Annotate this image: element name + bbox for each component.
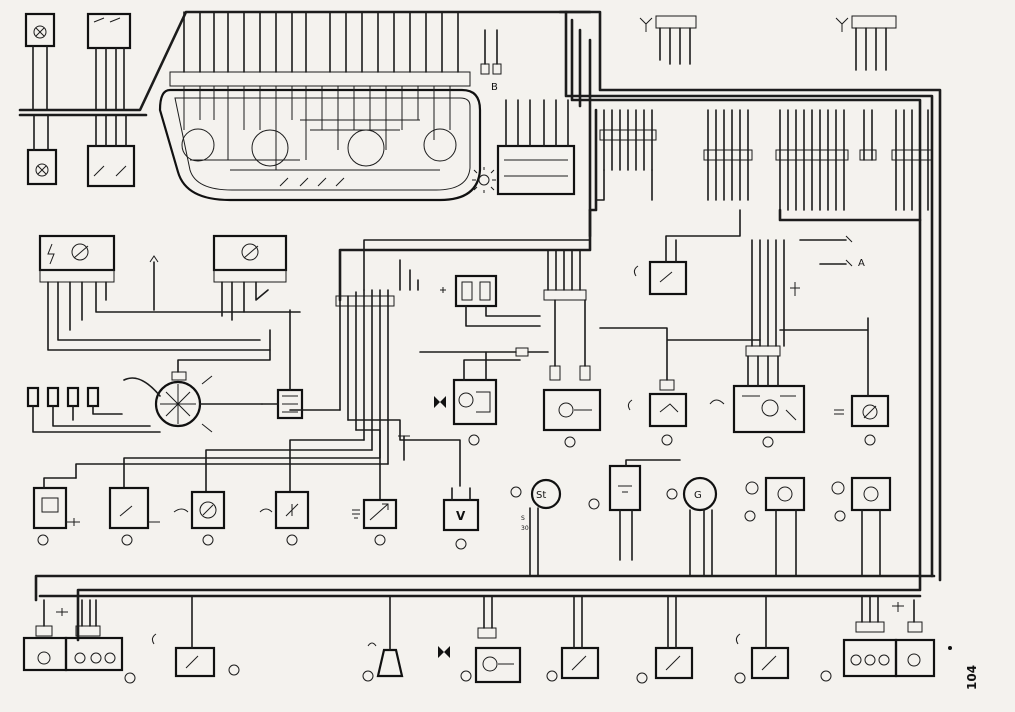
bottom-harness bbox=[34, 574, 936, 602]
spark-plugs bbox=[26, 386, 161, 433]
wiper-motor-right bbox=[709, 239, 806, 448]
starter-label: St bbox=[536, 490, 546, 501]
heater-resistor bbox=[440, 274, 541, 327]
headlamp-left bbox=[22, 599, 136, 684]
wiper-motor-center bbox=[542, 249, 602, 448]
lamp-right-1 bbox=[744, 476, 806, 577]
lamp-right-2 bbox=[831, 476, 892, 577]
switch-2-left bbox=[151, 595, 240, 678]
distributor bbox=[123, 329, 271, 433]
relay-unit-mid-left bbox=[86, 114, 136, 188]
brake-lamp-switch bbox=[599, 327, 761, 446]
label-b: B bbox=[491, 82, 498, 93]
door-switch bbox=[633, 209, 741, 296]
center-bundle bbox=[75, 239, 591, 501]
ground-post bbox=[398, 435, 410, 461]
antenna-wire bbox=[149, 255, 159, 311]
horn bbox=[362, 595, 404, 682]
oil-sender-p bbox=[259, 490, 310, 546]
fan-motor-bottom bbox=[438, 595, 522, 684]
switch-unit-top bbox=[86, 12, 132, 111]
antenna-connector-right bbox=[835, 15, 897, 71]
ignition-coil bbox=[261, 309, 304, 420]
oil-pressure-sender bbox=[173, 490, 226, 546]
sender-8 bbox=[108, 486, 160, 546]
sender-7 bbox=[32, 477, 80, 546]
fuel-level-sender bbox=[779, 317, 890, 446]
switch-2-right bbox=[734, 595, 790, 684]
coolant-temp-sender bbox=[352, 498, 398, 546]
heater-fan bbox=[434, 351, 521, 446]
ground-a-symbol: A bbox=[790, 235, 865, 296]
generator: G bbox=[666, 476, 718, 577]
connector-top-center: B bbox=[480, 29, 502, 93]
headlamp-right bbox=[820, 595, 936, 682]
lamp-unit-mid-left bbox=[26, 114, 58, 186]
battery bbox=[588, 459, 681, 561]
starter-terminal-prefix: S bbox=[521, 515, 525, 522]
antenna-connector-left bbox=[639, 15, 697, 65]
light-switch-unit bbox=[472, 99, 576, 196]
switch-3 bbox=[636, 595, 694, 684]
top-harness bbox=[18, 10, 592, 112]
page-number: 104 bbox=[965, 665, 979, 690]
voltmeter-label: V bbox=[456, 509, 466, 523]
fuse-link bbox=[419, 347, 549, 357]
generator-label: G bbox=[694, 490, 702, 501]
voltmeter: V bbox=[442, 487, 480, 550]
lamp-unit-top-left bbox=[24, 12, 56, 111]
label-a: A bbox=[858, 258, 865, 269]
temperature-gauge-sender bbox=[212, 234, 288, 321]
starter-terminal-number: 30 bbox=[521, 525, 529, 532]
instrument-cluster bbox=[158, 11, 482, 202]
main-harness bbox=[76, 10, 942, 642]
starter: St bbox=[510, 478, 562, 577]
fuel-gauge-sender bbox=[38, 234, 301, 351]
switch-4 bbox=[546, 595, 600, 682]
